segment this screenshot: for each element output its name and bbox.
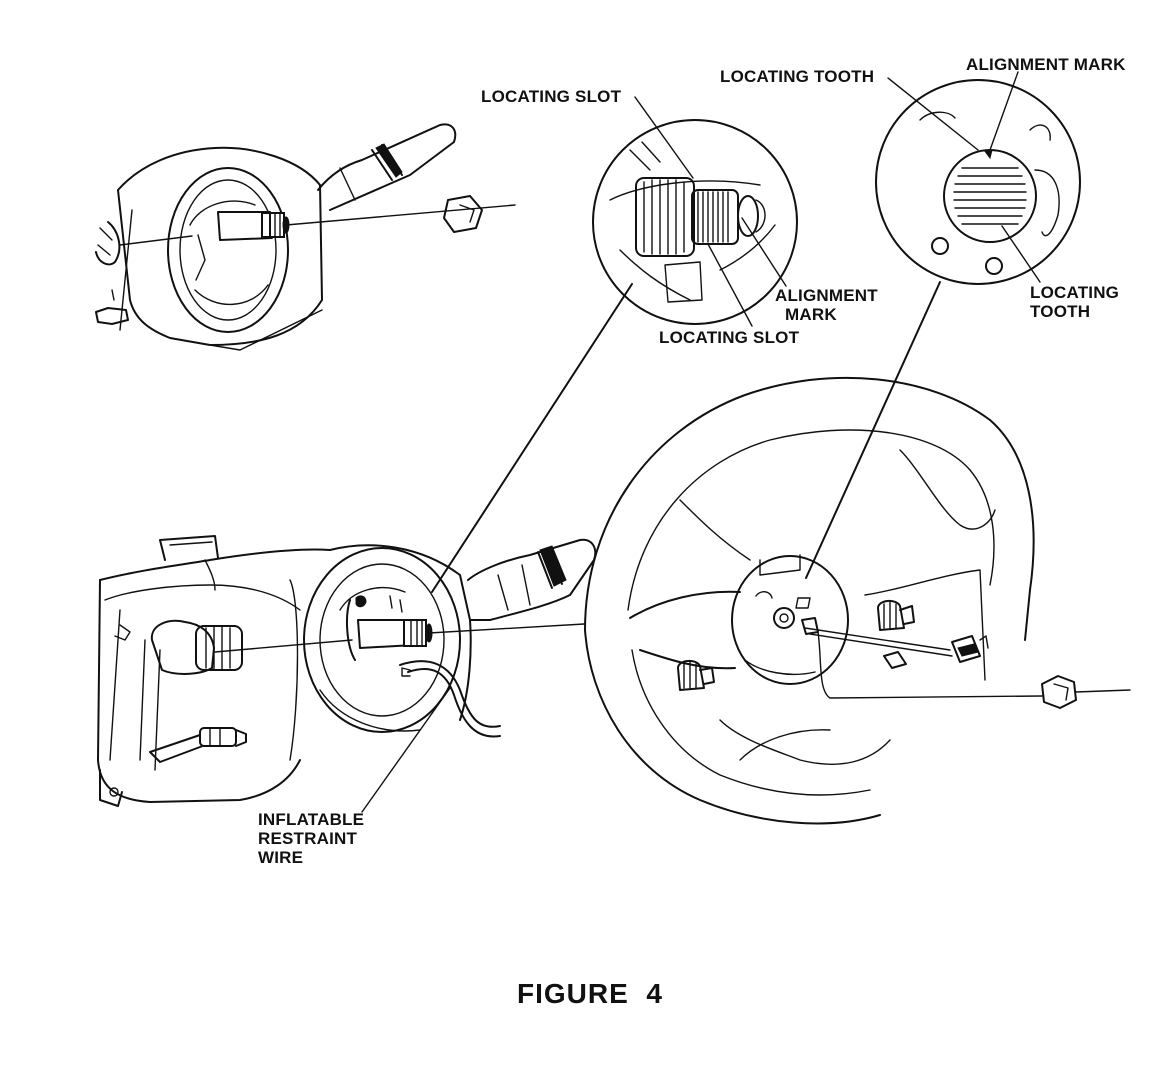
steering-wheel bbox=[428, 376, 1131, 825]
upper-column-assembly bbox=[95, 123, 516, 351]
label-alignment-mark-top: ALIGNMENT MARK bbox=[966, 55, 1126, 74]
label-inflatable-1: INFLATABLE bbox=[258, 810, 364, 829]
leader-lines bbox=[361, 71, 1041, 813]
label-alignment-mark-mid-2: MARK bbox=[785, 305, 837, 324]
label-inflatable-2: RESTRAINT bbox=[258, 829, 357, 848]
hub-detail-circle bbox=[875, 79, 1081, 285]
figure-caption: FIGURE 4 bbox=[517, 978, 663, 1009]
label-locating-slot-bottom: LOCATING SLOT bbox=[659, 328, 800, 347]
lower-column-assembly bbox=[97, 535, 597, 807]
label-inflatable-3: WIRE bbox=[258, 848, 303, 867]
label-locating-tooth-right-2: TOOTH bbox=[1030, 302, 1090, 321]
label-locating-tooth-top: LOCATING TOOTH bbox=[720, 67, 874, 86]
label-locating-slot-top: LOCATING SLOT bbox=[481, 87, 622, 106]
shaft-detail-circle bbox=[592, 119, 798, 325]
label-locating-tooth-right-1: LOCATING bbox=[1030, 283, 1119, 302]
labels: LOCATING SLOT LOCATING TOOTH ALIGNMENT M… bbox=[258, 55, 1126, 1009]
label-alignment-mark-mid-1: ALIGNMENT bbox=[775, 286, 878, 305]
